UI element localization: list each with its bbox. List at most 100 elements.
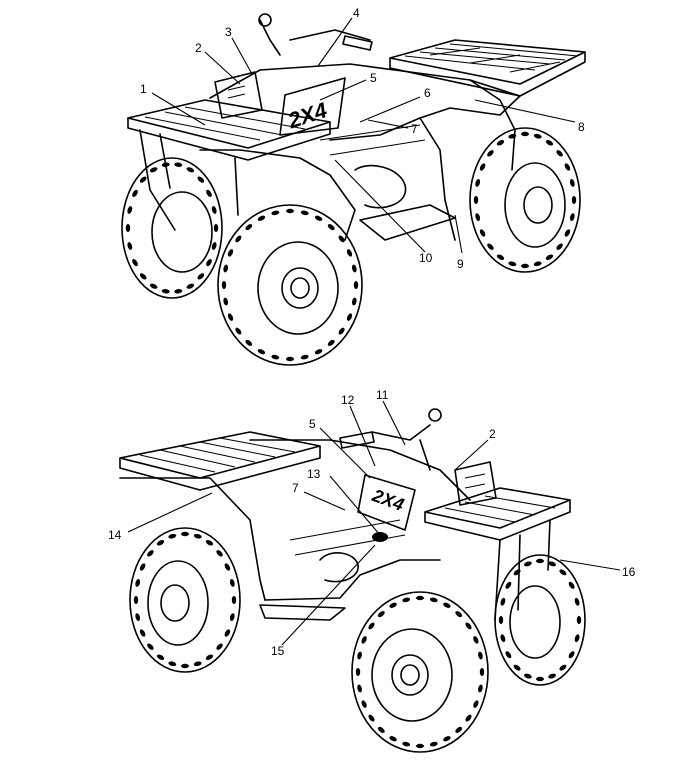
rear-left-wheel-2 [129,527,241,673]
tread-lug [416,743,424,749]
tread-lug [505,651,512,659]
callout-14: 14 [108,528,122,542]
tread-lug [271,354,280,360]
tread-lug [229,578,235,587]
tread-lug [147,643,154,650]
tread-lug [569,178,575,187]
tread-lug [498,616,504,624]
tread-lug [524,673,532,679]
front-left-wheel [217,204,363,366]
tread-lug [286,208,294,214]
tread-lug [559,569,567,576]
callout-5: 5 [370,71,377,85]
tread-lug [314,215,323,221]
tread-lug [500,634,506,643]
decal-2x4-text-2: 2X4 [369,485,407,515]
tread-lug [465,714,472,722]
tread-lug [174,289,183,294]
tread-lug [351,264,357,273]
tread-lug [443,602,451,608]
tread-lug [300,354,309,360]
tread-lug [368,714,375,722]
tread-lug [487,150,494,157]
tread-lug [536,676,544,682]
tread-lug [327,339,335,346]
tread-lug [257,349,266,355]
tread-lug [223,297,229,306]
callout-6: 6 [424,86,431,100]
tread-lug [545,140,554,146]
tread-lug [455,726,463,733]
tread-lug [416,595,424,601]
tread-lug [473,636,479,644]
tread-lug [338,235,345,243]
tread-lug [139,273,147,280]
tread-lug [139,176,147,183]
tread-lug [389,736,397,742]
tread-lug [314,349,323,355]
tread-lug [496,254,505,260]
tread-lug [181,531,189,537]
tread-lug [161,289,170,294]
2x4-decal-2: 2X4 [357,474,416,542]
tread-lug [478,651,483,660]
tread-lug [473,196,479,204]
tread-lug [429,597,438,603]
tread-lug [429,741,438,747]
body-2 [119,439,471,621]
tread-lug [132,189,138,197]
tread-lug [139,563,146,571]
callout-5-b: 5 [309,417,316,431]
front-left-wheel-2 [494,554,586,686]
tread-lug [443,736,451,742]
tread-lug [132,259,138,267]
tread-lug [181,663,189,669]
tread-lug [545,254,554,260]
tread-lug [229,613,235,622]
tread-lug [245,339,253,346]
tread-lug [338,327,345,335]
tread-lug [479,668,485,676]
tread-lug [346,249,353,257]
tread-lug [479,163,486,171]
tread-lug [402,597,411,603]
tread-lug [402,741,411,747]
tread-lug [224,563,231,571]
tread-lug [168,661,177,667]
tread-lug [197,176,205,183]
tread-lug [205,654,214,660]
tread-lug [521,263,529,269]
tread-lug [127,242,133,250]
tread-lug [521,131,529,137]
tread-lug [206,189,212,197]
tread-lug [174,162,183,167]
tread-lug [271,210,280,216]
tread-lug [368,622,375,630]
tread-lug [475,213,481,222]
tread-lug [135,613,141,622]
callout-12: 12 [341,393,355,407]
callout-7-b: 7 [292,481,299,495]
tread-lug [133,596,139,604]
tread-pattern-2 [133,531,582,749]
tread-lug [559,664,567,671]
tread-lug [556,243,563,250]
decal-2x4-text: 2X4 [284,97,330,133]
tread-lug [149,167,158,173]
tread-lug [216,550,223,557]
tread-lug [568,651,575,659]
rear-rack-2 [119,431,321,491]
tread-lug [571,196,577,204]
tread-lug [213,224,219,232]
tread-lug [156,540,165,546]
fuel-cap-decal [372,532,388,542]
tread-lug [186,167,195,173]
tread-lug [513,664,521,671]
body [199,63,521,241]
tread-lug [500,597,506,606]
handlebar-2 [339,408,497,506]
tread-lug [216,643,223,650]
tread-lug [223,264,229,273]
tread-lug [245,224,253,231]
tread-lug [513,569,521,576]
